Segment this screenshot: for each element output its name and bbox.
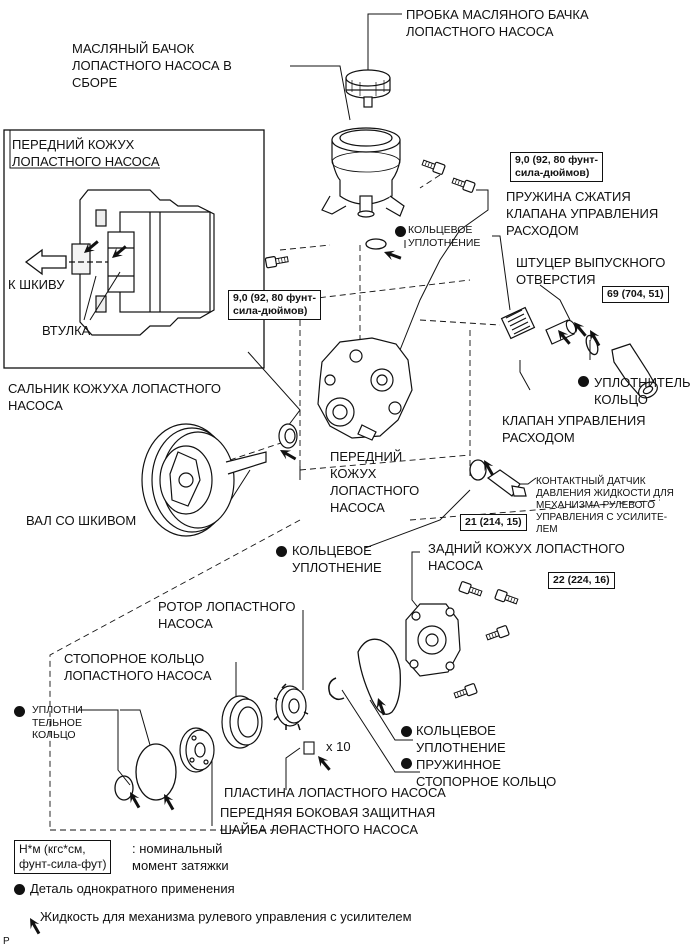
inset-housing-section: [60, 189, 215, 336]
label-rotor: РОТОР ЛОПАСТНОГО НАСОСА: [158, 599, 296, 631]
label-front-housing: ПЕРЕДНИЙ КОЖУХ ЛОПАСТНОГО НАСОСА: [330, 449, 420, 515]
label-pulley-shaft: ВАЛ СО ШКИВОМ: [26, 513, 137, 528]
to-pulley-arrow: [24, 248, 67, 276]
snap-ring: [328, 677, 345, 701]
label-bushing: ВТУЛКА: [42, 323, 91, 338]
rotor: [273, 683, 309, 731]
footer-code: P: [3, 936, 10, 947]
torque-box-union: 69 (704, 51): [602, 286, 669, 303]
torque-box-rear: 22 (224, 16): [548, 572, 615, 589]
torque-box-reservoir-top: 9,0 (92, 80 фунт- сила-дюймов): [510, 152, 603, 182]
label-o-ring-top: КОЛЬЦЕВОЕ УПЛОТНЕНИЕ: [408, 224, 481, 249]
oil-seal: [278, 423, 298, 449]
bolt-rear-4: [452, 682, 478, 701]
reservoir: [321, 127, 405, 218]
bolt-rear-2: [494, 588, 520, 607]
label-flow-valve: КЛАПАН УПРАВЛЕНИЯ РАСХОДОМ: [502, 413, 646, 445]
cam-ring: [221, 695, 263, 749]
o-ring-top: [365, 238, 387, 250]
label-snap-ring: ПРУЖИННОЕ СТОПОРНОЕ КОЛЬЦО: [416, 757, 557, 789]
non-reusable-dot: [578, 376, 589, 387]
non-reusable-dot: [401, 726, 412, 737]
o-ring-switch: [469, 459, 487, 481]
legend-non-reusable: Деталь однократного применения: [30, 881, 235, 896]
legend-torque-box: Н*м (кгс*см, фунт-сила-фут): [14, 840, 112, 874]
label-to-pulley: К ШКИВУ: [8, 277, 65, 292]
legend-torque-desc: : номинальный момент затяжки: [132, 841, 229, 873]
pulley: [141, 423, 267, 537]
label-side-plate: ПЕРЕДНЯЯ БОКОВАЯ ЗАЩИТНАЯ ШАЙБА ЛОПАСТНО…: [220, 805, 436, 837]
front-housing: [317, 337, 413, 441]
pressure-switch: [486, 469, 527, 497]
torque-box-reservoir-bottom: 9,0 (92, 80 фунт- сила-дюймов): [228, 290, 321, 320]
non-reusable-dot: [276, 546, 287, 557]
label-front-housing-inset: ПЕРЕДНИЙ КОЖУХ ЛОПАСТНОГО НАСОСА: [12, 137, 160, 169]
flow-valve-spring: [500, 306, 536, 340]
label-rear-housing: ЗАДНИЙ КОЖУХ ЛОПАСТНОГО НАСОСА: [428, 541, 625, 573]
legend-non-reusable-dot: [14, 884, 25, 895]
label-flow-valve-spring: ПРУЖИНА СЖАТИЯ КЛАПАНА УПРАВЛЕНИЯ РАСХОД…: [506, 189, 659, 238]
bolt-reservoir-1: [420, 157, 446, 176]
bolt-rear-1: [458, 580, 484, 599]
label-reservoir-cap: ПРОБКА МАСЛЯНОГО БАЧКА ЛОПАСТНОГО НАСОСА: [406, 7, 589, 39]
bolt-reservoir-3: [264, 253, 290, 269]
vane: [303, 741, 315, 755]
inset-frame: [3, 129, 265, 369]
label-o-ring-mid: КОЛЬЦЕВОЕ УПЛОТНЕНИЕ: [292, 543, 382, 575]
label-gasket: УПЛОТНИТЕЛЬНОЕ КОЛЬЦО: [594, 375, 690, 407]
side-plate: [179, 727, 215, 773]
bolt-rear-3: [484, 624, 510, 643]
flow-control-valve: [545, 319, 577, 345]
non-reusable-dot: [395, 226, 406, 237]
label-reservoir-assy: МАСЛЯНЫЙ БАЧОК ЛОПАСТНОГО НАСОСА В СБОРЕ: [72, 41, 232, 90]
outlet-union: [611, 343, 658, 399]
non-reusable-dot: [14, 706, 25, 717]
legend-fluid: Жидкость для механизма рулевого управлен…: [40, 909, 412, 924]
label-qty-vanes: x 10: [326, 739, 351, 754]
o-ring-rear: [357, 638, 401, 715]
non-reusable-dot: [401, 758, 412, 769]
torque-box-switch: 21 (214, 15): [460, 514, 527, 531]
label-o-ring-rear: КОЛЬЦЕВОЕ УПЛОТНЕНИЕ: [416, 723, 506, 755]
bolt-reservoir-2: [450, 175, 476, 194]
label-pressure-switch: КОНТАКТНЫЙ ДАТЧИК ДАВЛЕНИЯ ЖИДКОСТИ ДЛЯ …: [536, 476, 674, 535]
reservoir-cap: [345, 69, 391, 108]
label-vane-plate: ПЛАСТИНА ЛОПАСТНОГО НАСОСА: [224, 785, 446, 800]
label-outlet-union: ШТУЦЕР ВЫПУСКНОГО ОТВЕРСТИЯ: [516, 255, 666, 287]
rear-housing: [405, 603, 461, 677]
label-oil-seal: САЛЬНИК КОЖУХА ЛОПАСТНОГО НАСОСА: [8, 381, 221, 413]
label-cam-ring: СТОПОРНОЕ КОЛЬЦО ЛОПАСТНОГО НАСОСА: [64, 651, 212, 683]
label-o-ring-left: УПЛОТНИ- ТЕЛЬНОЕ КОЛЬЦО: [32, 704, 87, 741]
o-ring-large: [135, 743, 177, 801]
o-ring-small: [114, 775, 134, 801]
